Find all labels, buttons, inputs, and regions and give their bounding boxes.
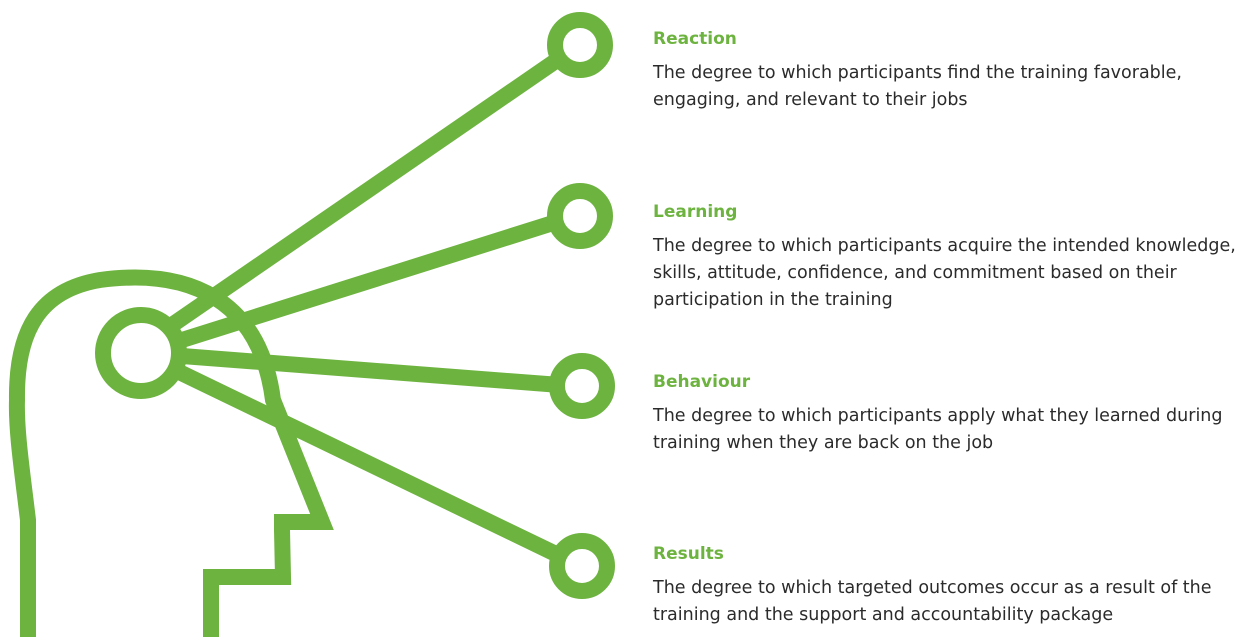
connector-line-reaction [167,51,565,332]
connector-line-results [171,362,562,563]
level-reaction: Reaction The degree to which participant… [653,28,1253,114]
level-results: Results The degree to which targeted out… [653,543,1253,629]
level-title: Reaction [653,29,737,49]
level-description: The degree to which targeted outcomes oc… [653,578,1212,625]
central-node-icon [95,307,187,399]
behaviour-node-icon [549,353,615,419]
level-learning: Learning The degree to which participant… [653,201,1253,314]
level-description: The degree to which participants find th… [653,63,1182,110]
level-description: The degree to which participants acquire… [653,236,1236,310]
level-description: The degree to which participants apply w… [653,406,1223,453]
connector-line-behaviour [181,348,561,393]
connector-line-learning [179,215,556,348]
learning-node-icon [547,183,613,249]
results-node-icon [549,533,615,599]
level-title: Behaviour [653,372,751,392]
reaction-node-icon [547,12,613,78]
level-behaviour: Behaviour The degree to which participan… [653,371,1253,457]
level-title: Results [653,544,724,564]
level-title: Learning [653,202,738,222]
head-network-illustration [8,12,615,637]
